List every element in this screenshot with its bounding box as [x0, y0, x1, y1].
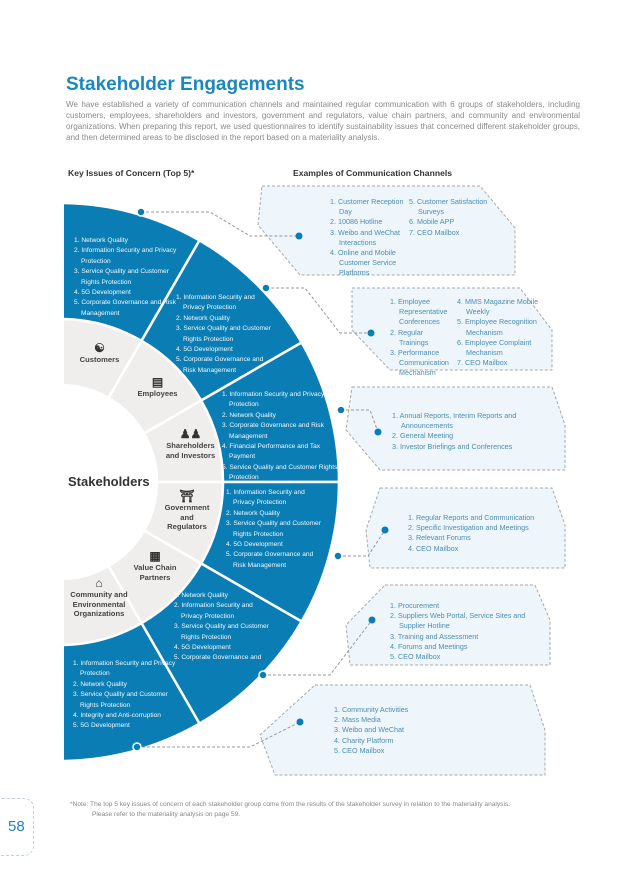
- channels-heading: Examples of Communication Channels: [293, 168, 453, 178]
- connector-line: [266, 287, 371, 334]
- connector-dot: [258, 670, 268, 680]
- connector-dot: [374, 428, 382, 436]
- issue-band-segment: [64, 621, 202, 763]
- footnote: *Note: The top 5 key issues of concern o…: [70, 801, 511, 818]
- group-label-employees: ▤Employees: [130, 376, 185, 399]
- meeting-icon: ♟♟: [179, 427, 202, 441]
- id-card-icon: ▤: [151, 375, 164, 389]
- page-number: 58: [8, 818, 25, 835]
- connector-dot: [132, 742, 142, 752]
- channel-bubble: [345, 386, 566, 471]
- connector-line: [338, 529, 386, 557]
- connector-line: [263, 619, 373, 676]
- connector-dot: [368, 616, 376, 624]
- government-building-icon: ⛩: [179, 489, 195, 503]
- connector-dot: [261, 283, 271, 293]
- group-label-value-chain: ▦Value Chain Partners: [130, 550, 180, 582]
- issues-employees: 1. Information Security and Privacy Prot…: [176, 294, 271, 374]
- channel-bubble: [259, 684, 546, 776]
- center-label: Stakeholders: [68, 474, 150, 489]
- connector-dot: [336, 405, 346, 415]
- page-title: Stakeholder Engagements: [66, 74, 305, 95]
- handshake-icon: ▦: [149, 549, 161, 563]
- channels-shareholders: 1. Annual Reports, Interim Reports and A…: [392, 411, 517, 451]
- page-number-frame: [0, 798, 34, 856]
- people-icon: ☯: [94, 341, 105, 355]
- issues-government: 1. Information Security and Privacy Prot…: [226, 489, 321, 569]
- group-label-customers: ☯Customers: [72, 342, 127, 365]
- issues-shareholders: 1. Information Security and Privacy Prot…: [222, 391, 338, 482]
- connector-dot: [333, 551, 343, 561]
- connector-dot: [136, 207, 146, 217]
- connector-dot: [296, 718, 304, 726]
- group-label-community: ⌂Community and Environmental Organizatio…: [66, 577, 132, 619]
- channel-bubble: [345, 584, 551, 666]
- connector-dot: [381, 526, 389, 534]
- issues-community: 1. Information Security and Privacy Prot…: [73, 660, 176, 730]
- connector-line: [137, 721, 301, 748]
- house-icon: ⌂: [95, 576, 103, 590]
- connector-dot: [295, 232, 303, 240]
- group-label-shareholders: ♟♟Shareholders and Investors: [163, 428, 218, 460]
- intro-paragraph: We have established a variety of communi…: [66, 100, 580, 142]
- connector-line: [141, 211, 299, 237]
- channel-bubble: [257, 185, 516, 276]
- group-label-government: ⛩Government and Regulators: [162, 490, 212, 532]
- channel-bubble: [365, 487, 566, 569]
- key-issues-heading: Key Issues of Concern (Top 5)*: [68, 168, 195, 178]
- connector-dot: [367, 329, 375, 337]
- channel-bubble: [351, 287, 553, 371]
